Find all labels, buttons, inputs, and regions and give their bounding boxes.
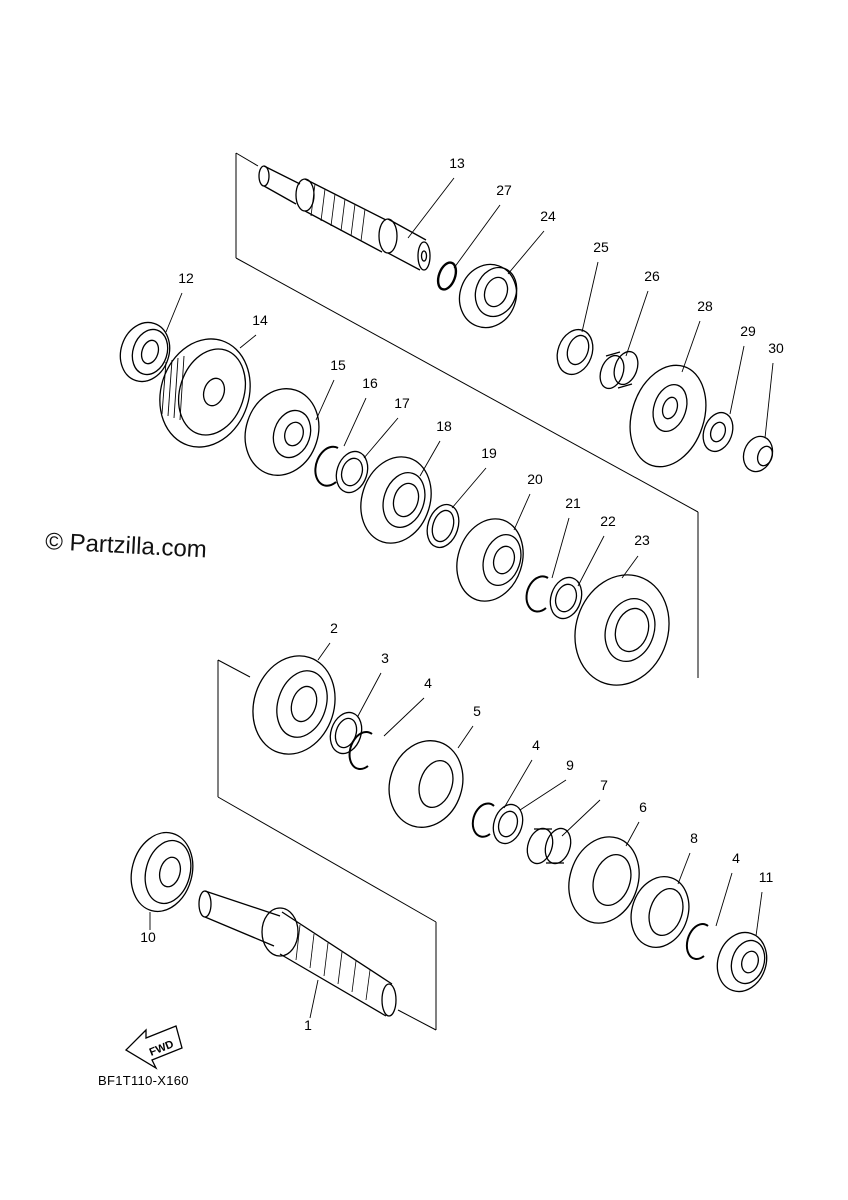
part-number-label: 28 <box>697 298 713 314</box>
gear-2 <box>252 655 336 755</box>
part-number-label: 13 <box>449 155 465 171</box>
part-number-label: 24 <box>540 208 556 224</box>
part-number-label: 18 <box>436 418 452 434</box>
circlip-16 <box>314 445 339 487</box>
part-number-label: 5 <box>473 703 481 719</box>
gear-5 <box>388 740 464 828</box>
part-number-label: 3 <box>381 650 389 666</box>
part-number-label: 8 <box>690 830 698 846</box>
part-number-label: 20 <box>527 471 543 487</box>
washer-19 <box>426 503 460 549</box>
part-number-label: 26 <box>644 268 660 284</box>
lower-frame <box>217 659 437 1031</box>
circlip-21 <box>525 575 549 613</box>
oil-seal-25 <box>556 328 594 376</box>
part-number-label: 30 <box>768 340 784 356</box>
upper-frame <box>235 152 699 678</box>
washer-17 <box>335 450 369 494</box>
washer-3 <box>329 711 363 755</box>
bearing-10 <box>130 831 194 913</box>
circlip-4-middle <box>471 802 495 838</box>
part-number-label: 2 <box>330 620 338 636</box>
part-number-label: 22 <box>600 513 616 529</box>
bearing-24 <box>458 263 518 329</box>
bushing-7 <box>526 827 572 865</box>
gear-20 <box>456 518 524 602</box>
part-number-label: 17 <box>394 395 410 411</box>
gear-15 <box>244 388 320 476</box>
circlip-4-upper <box>348 731 373 771</box>
part-number-label: 10 <box>140 929 156 945</box>
bearing-11 <box>716 931 768 993</box>
part-number-label: 9 <box>566 757 574 773</box>
lock-washer-29 <box>702 411 734 453</box>
o-ring-27 <box>436 261 458 291</box>
fwd-arrow-icon <box>124 1025 183 1070</box>
part-number-label: 4 <box>532 737 540 753</box>
part-number-label: 27 <box>496 182 512 198</box>
diagram-code: BF1T110-X160 <box>98 1073 189 1088</box>
part-number-label: 19 <box>481 445 497 461</box>
washer-9 <box>492 803 524 845</box>
part-number-labels: 1234549768411101213141516171819202122232… <box>140 155 784 1033</box>
gear-8 <box>630 876 690 948</box>
part-number-label: 11 <box>759 869 774 885</box>
part-number-label: 14 <box>252 312 268 328</box>
part-number-label: 1 <box>304 1017 312 1033</box>
part-number-label: 12 <box>178 270 194 286</box>
part-number-label: 7 <box>600 777 608 793</box>
part-number-label: 4 <box>424 675 432 691</box>
washer-22 <box>549 576 583 620</box>
gear-23 <box>574 574 670 686</box>
gear-14 <box>159 338 251 448</box>
part-number-label: 6 <box>639 799 647 815</box>
main-axle-1 <box>198 890 397 1017</box>
countershaft-13 <box>258 165 431 271</box>
part-number-label: 4 <box>732 850 740 866</box>
leader-lines <box>149 177 774 1019</box>
gear-18 <box>360 456 432 544</box>
gear-6 <box>568 836 640 924</box>
part-number-label: 23 <box>634 532 650 548</box>
part-number-label: 29 <box>740 323 756 339</box>
circlip-4-lower <box>685 923 709 961</box>
part-number-label: 16 <box>362 375 378 391</box>
drive-sprocket-28 <box>629 364 707 468</box>
part-number-label: 25 <box>593 239 609 255</box>
collar-26 <box>599 350 639 390</box>
nut-30 <box>742 435 774 473</box>
bearing-12 <box>119 321 171 383</box>
part-number-label: 21 <box>565 495 581 511</box>
part-number-label: 15 <box>330 357 346 373</box>
